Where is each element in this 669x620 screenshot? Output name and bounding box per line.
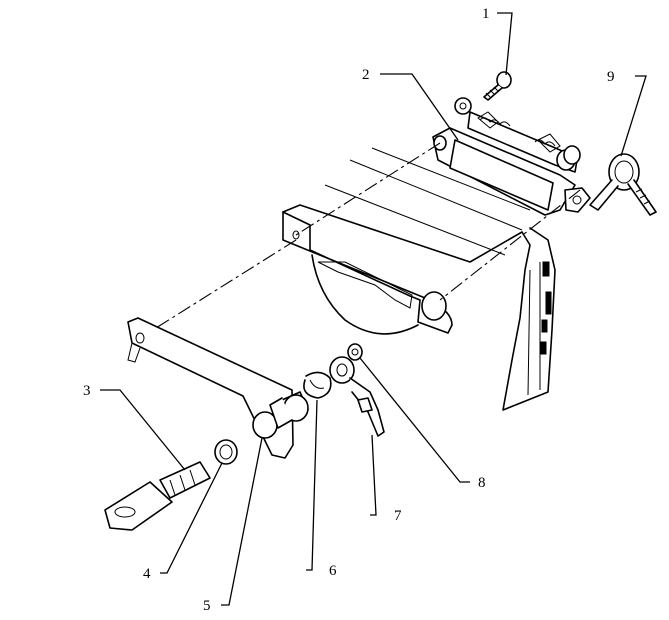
door-handle-recess — [282, 211, 453, 335]
screw-part-1 — [454, 71, 512, 115]
spring-clip-part-6 — [303, 371, 332, 399]
callout-9: 9 — [607, 69, 615, 85]
callout-5: 5 — [203, 598, 211, 614]
leader-lines — [100, 12, 647, 606]
lock-cylinder-part-3 — [104, 391, 309, 531]
callout-3: 3 — [83, 383, 91, 399]
key-part-9 — [589, 153, 657, 216]
callout-8: 8 — [478, 475, 486, 491]
mounting-plate-part-5 — [127, 317, 294, 459]
callout-labels: 1 2 3 4 5 6 7 8 9 — [83, 6, 615, 614]
door-panel — [282, 147, 556, 411]
callout-7: 7 — [394, 508, 402, 524]
callout-1: 1 — [482, 6, 490, 22]
lever-arm-part-7 — [329, 356, 385, 437]
callout-6: 6 — [329, 563, 337, 579]
clip-part-8 — [347, 343, 363, 361]
handle-mechanism-part-2 — [432, 111, 591, 216]
alignment-lines — [139, 142, 581, 339]
callout-2: 2 — [362, 67, 370, 83]
seal-ring-part-4 — [214, 439, 238, 465]
callout-4: 4 — [143, 566, 151, 582]
